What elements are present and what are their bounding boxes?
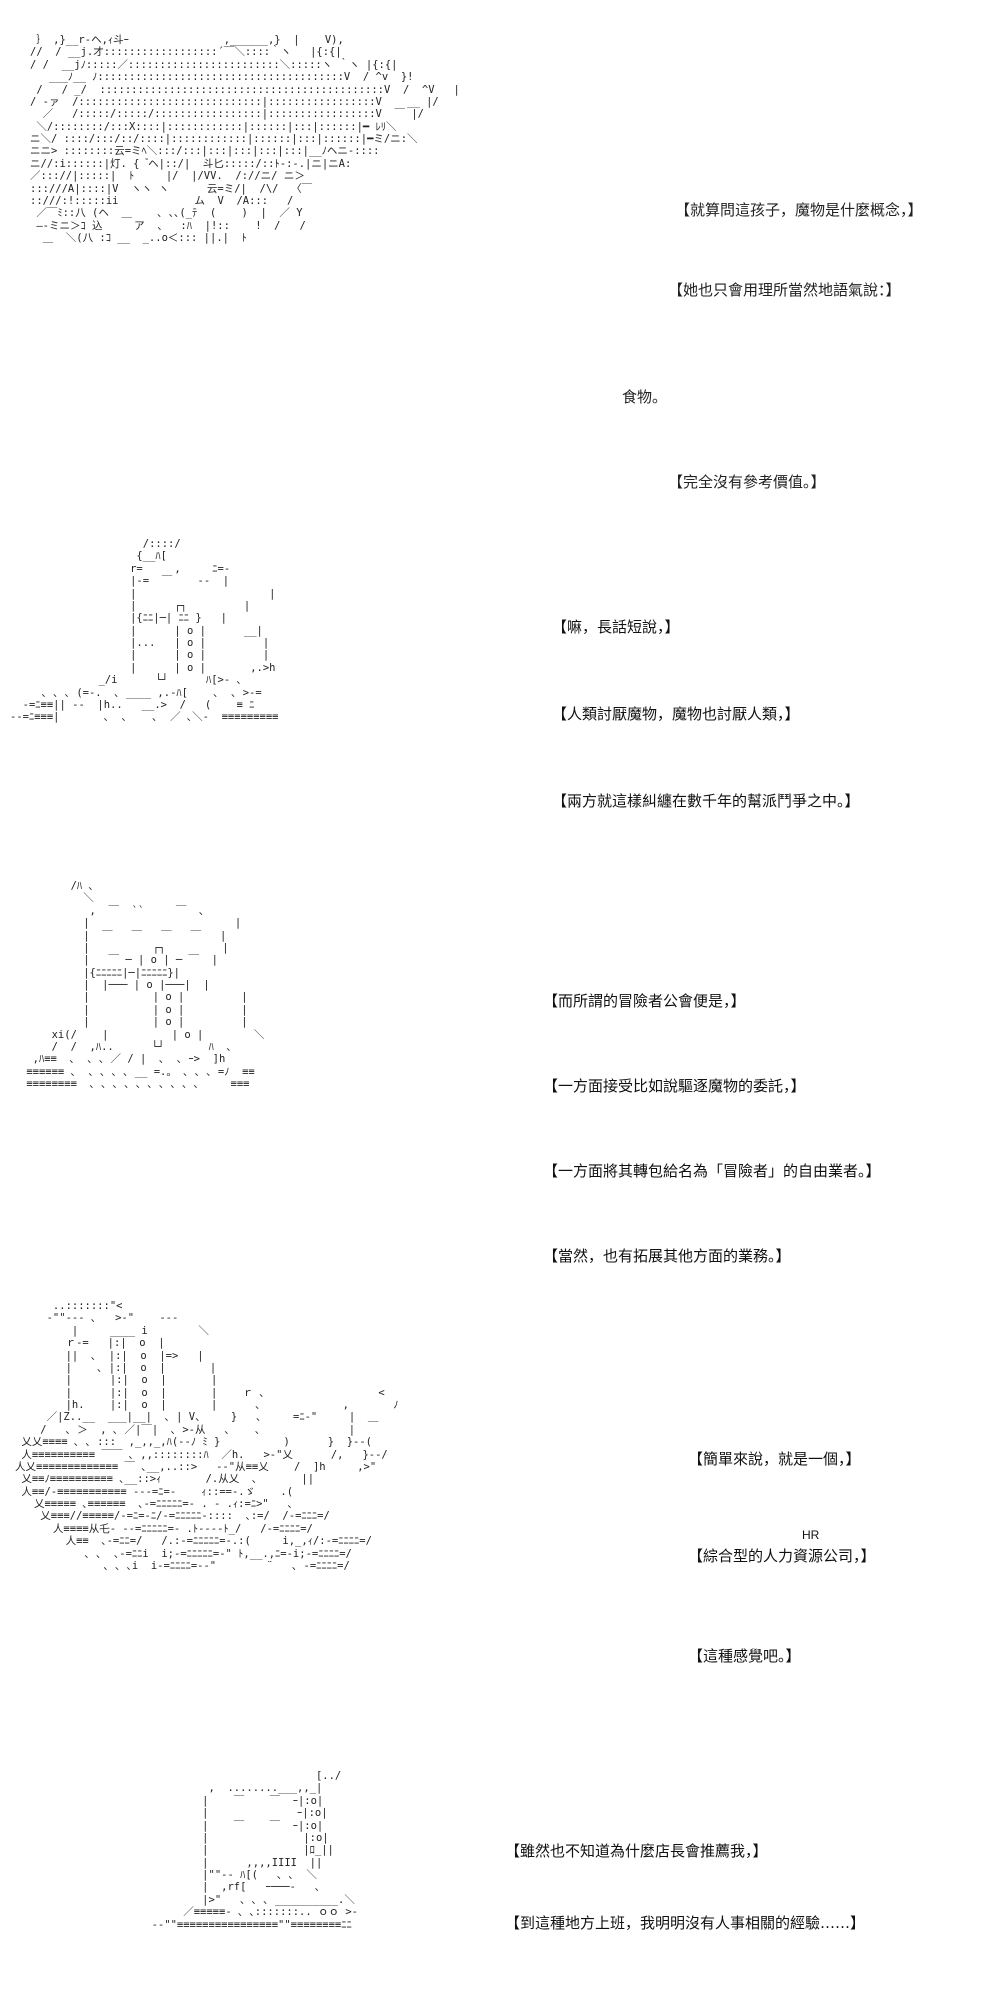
narration-line: 【完全沒有參考價值。】	[668, 473, 826, 491]
dialogue-line: 食物。	[622, 388, 668, 406]
narration-line: 【就算問這孩子，魔物是什麼概念，】	[675, 201, 923, 219]
narration-line: 【到這種地方上班，我明明沒有人事相關的經驗……】	[505, 1914, 866, 1932]
narration-line: 【嘛，長話短說，】	[552, 618, 680, 636]
narration-line: 【兩方就這樣糾纏在數千年的幫派鬥爭之中。】	[552, 792, 860, 810]
narration-line: 【一方面接受比如說驅逐魔物的委託，】	[543, 1077, 806, 1095]
narration-line: 【綜合型的人力資源公司，】	[688, 1547, 876, 1565]
ascii-art-girl: ｝ ,}__r‐ヘ,ｨ斗ｰ ,______,} | V), // / __j.才…	[30, 34, 923, 491]
narration-line: 【雖然也不知道為什麼店長會推薦我，】	[505, 1842, 768, 1860]
narration-line: 【當然，也有拓展其他方面的業務。】	[543, 1247, 791, 1265]
narration-line: 【簡單來說，就是一個，】	[688, 1450, 861, 1468]
ruby-annotation: HR	[802, 1528, 820, 1542]
narration-line: 【一方面將其轉包給名為「冒險者」的自由業者。】	[543, 1162, 881, 1180]
ascii-art-knight-gesturing: ..:::::::"< ‐""‐‐‐ ､ >‐" ‐‐‐ | ____ i ＼ …	[15, 1300, 399, 1572]
narration-line: 【她也只會用理所當然地語氣說：】	[668, 281, 901, 299]
ascii-art-knight: [../ , ........___,,_| | ￣ ￣ ｰ|:o| | ｰ|:…	[151, 1770, 358, 1931]
ascii-art-knight: /::::/ {__ﾊ[ r= , ﾆ=- |-= ￣ -- | | | | ┌…	[10, 538, 279, 724]
ascii-art-knight: /ﾊ ､ ＼ , ￣ `` ￣ ､ | | | ￣ ￣ ￣ ￣ | | ┌┐ |…	[26, 880, 265, 1090]
narration-line: 【人類討厭魔物，魔物也討厭人類，】	[552, 705, 800, 723]
narration-line: 【而所謂的冒險者公會便是，】	[543, 992, 746, 1010]
narration-line: 【這種感覺吧。】	[688, 1647, 801, 1665]
